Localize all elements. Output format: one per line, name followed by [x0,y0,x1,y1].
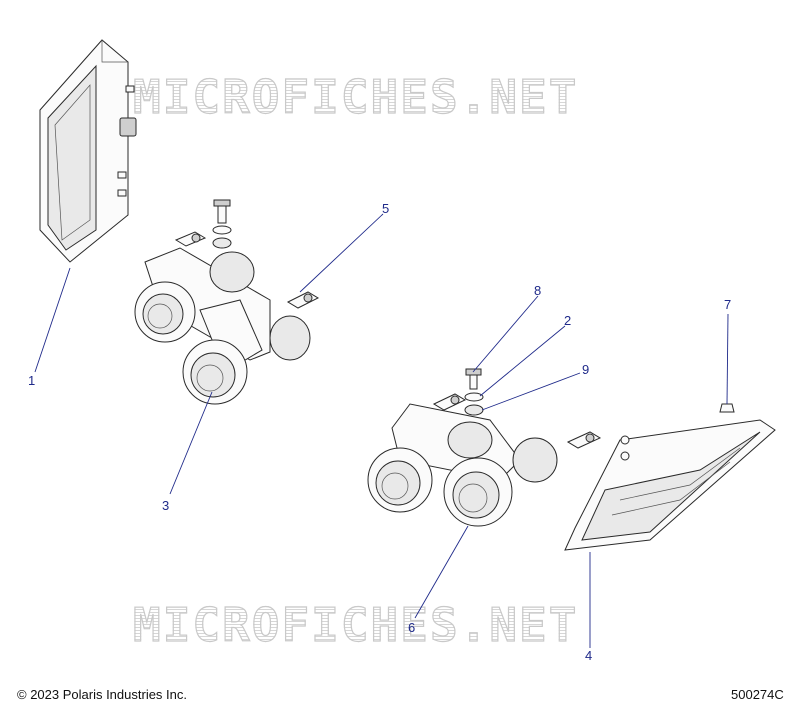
callout-3: 3 [162,498,170,513]
diagram-id: 500274C [731,687,784,702]
part-1-panel-light [39,39,137,263]
callout-2: 2 [564,313,572,328]
watermark-top: MICROFICHES.NET [132,69,579,124]
part-7-clip [719,403,735,413]
leader-lines [34,213,729,648]
callout-7: 7 [724,297,732,312]
callout-5: 5 [382,201,390,216]
part-3-headlight-assembly-upper [134,199,320,405]
callout-9: 9 [582,362,590,377]
part-4-light-lens [564,419,776,551]
copyright-text: © 2023 Polaris Industries Inc. [17,687,187,702]
watermark-bottom: MICROFICHES.NET [132,597,579,652]
callout-1: 1 [28,373,36,388]
callout-8: 8 [534,283,542,298]
part-6-headlight-assembly-lower [367,368,602,527]
callout-6: 6 [408,620,416,635]
callout-4: 4 [585,648,593,663]
